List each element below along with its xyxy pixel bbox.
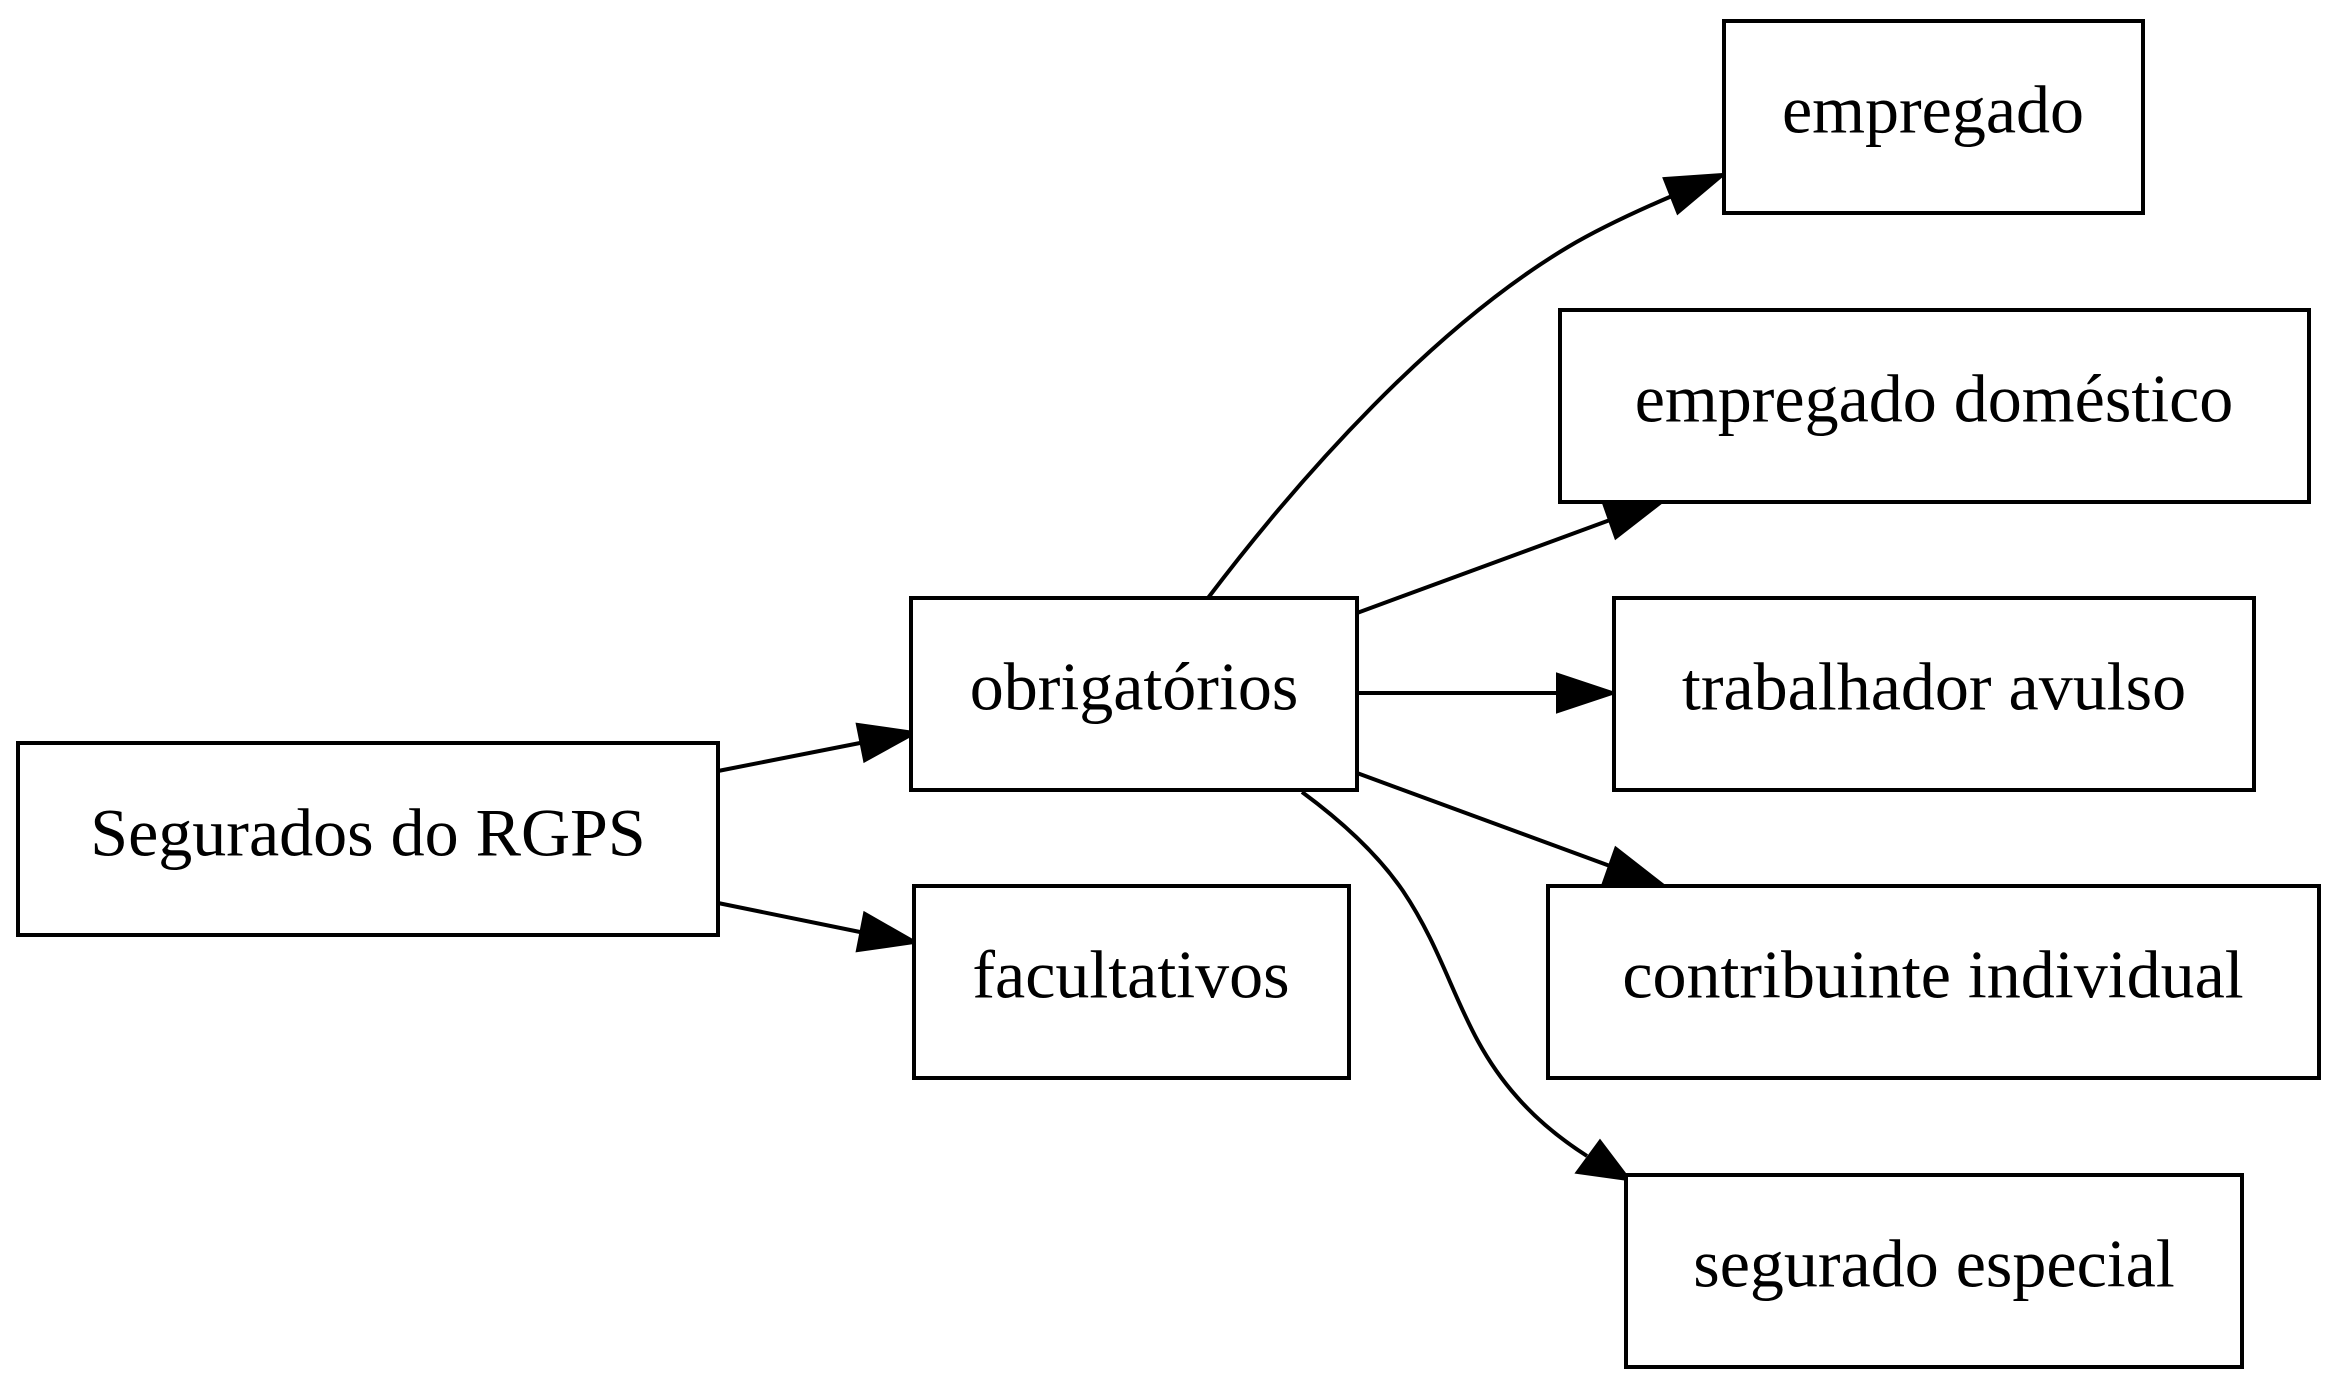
node-label: trabalhador avulso [1682,649,2186,725]
node-empregado: empregado [1722,19,2145,215]
node-label: empregado [1782,72,2084,148]
edge-obrigatorios-to-contribuinte-individual [1356,771,1667,887]
nodes: Segurados do RGPS obrigatórios facultati… [16,19,2321,1369]
node-obrigatorios: obrigatórios [909,596,1359,792]
node-trabalhador-avulso: trabalhador avulso [1612,596,2256,792]
edge-obrigatorios-to-empregado [1206,172,1728,600]
node-label: segurado especial [1693,1226,2174,1302]
edge-segurados-to-obrigatorios [717,722,921,773]
node-label: empregado doméstico [1635,361,2234,437]
node-contribuinte-individual: contribuinte individual [1546,884,2321,1080]
node-label: obrigatórios [970,649,1299,725]
edge-obrigatorios-to-trabalhador-avulso [1357,672,1619,714]
node-label: facultativos [972,937,1289,1013]
node-label: contribuinte individual [1622,937,2243,1013]
node-facultativos: facultativos [912,884,1351,1080]
edge-obrigatorios-to-segurado-especial [1300,790,1633,1182]
edge-segurados-to-facultativos [717,901,921,953]
node-segurados-do-rgps: Segurados do RGPS [16,741,720,937]
node-label: Segurados do RGPS [90,795,645,871]
node-empregado-domestico: empregado doméstico [1558,308,2311,504]
node-segurado-especial: segurado especial [1624,1173,2244,1369]
